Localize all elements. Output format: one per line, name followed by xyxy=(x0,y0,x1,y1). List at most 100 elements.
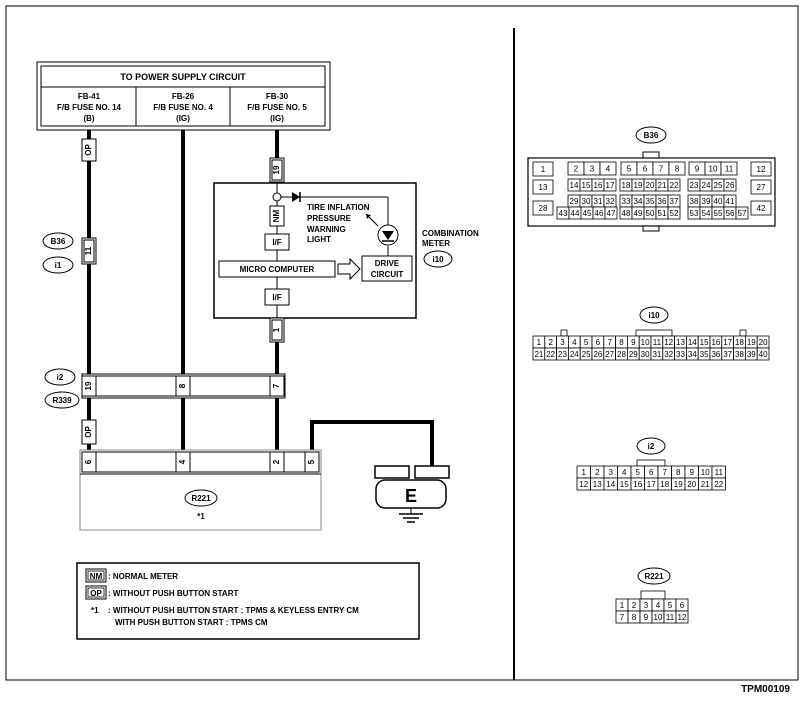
i2-r339-connector: i2 R339 19 8 7 xyxy=(44,368,286,409)
micro-computer-label: MICRO COMPUTER xyxy=(240,265,315,274)
b36-pin-15: 15 xyxy=(582,181,591,190)
drive-label-2: CIRCUIT xyxy=(371,270,404,279)
i10-tag xyxy=(423,250,453,268)
fuse1-type: (B) xyxy=(83,114,94,123)
i10-pin-21: 21 xyxy=(534,350,543,359)
r221-pin-6: 6 xyxy=(84,459,93,464)
b36-pin-12: 12 xyxy=(757,165,766,174)
b36-pin-27-cell xyxy=(750,179,772,195)
i2-pin-9: 9 xyxy=(690,468,695,477)
b36-pin-32: 32 xyxy=(606,197,615,206)
b36-pin-28-cell xyxy=(532,200,554,216)
i2-pin-22-cell xyxy=(711,477,726,491)
b36-pin-6: 6 xyxy=(643,165,648,174)
r221-module: 6 4 2 5 R221 *1 xyxy=(79,449,322,531)
b36-pin-56: 56 xyxy=(726,209,735,218)
b36-pin-29: 29 xyxy=(570,197,579,206)
b36-pin-36: 36 xyxy=(658,197,667,206)
i10-pin-4: 4 xyxy=(572,338,577,347)
b36-pin-52: 52 xyxy=(670,209,679,218)
i2-pin-1: 1 xyxy=(582,468,587,477)
b36-pin-48: 48 xyxy=(622,209,631,218)
r221-pin-2: 2 xyxy=(272,459,281,464)
ground-e: E xyxy=(374,465,450,523)
r221-pin-8: 8 xyxy=(632,613,637,622)
i10-pin-30: 30 xyxy=(641,350,650,359)
diagram-frame xyxy=(5,5,799,681)
i10-pin-34: 34 xyxy=(688,350,697,359)
i10-pin-38: 38 xyxy=(735,350,744,359)
ground-label: E xyxy=(405,486,417,506)
b36-pin-51: 51 xyxy=(658,209,667,218)
b36-pin-22-cell xyxy=(667,178,681,192)
b36-pin-8-cell xyxy=(668,161,686,176)
i10-tag-label: i10 xyxy=(432,255,444,264)
meter-pin-in: 19 xyxy=(272,165,281,174)
i2-pin-2: 2 xyxy=(595,468,600,477)
b36-pin-44: 44 xyxy=(571,209,580,218)
b36-pin-42: 42 xyxy=(757,204,766,213)
if-label-bottom: I/F xyxy=(272,293,281,302)
i10-pin-10: 10 xyxy=(641,338,650,347)
b36-pin-18: 18 xyxy=(622,181,631,190)
b36-pin: 11 xyxy=(84,246,93,255)
i10-pin-19: 19 xyxy=(747,338,756,347)
i10-pin-35: 35 xyxy=(700,350,709,359)
b36-pin-27: 27 xyxy=(757,183,766,192)
b36-pin-47: 47 xyxy=(607,209,616,218)
r221-pin-7: 7 xyxy=(620,613,625,622)
b36-pin-26: 26 xyxy=(726,181,735,190)
fuse2-type: (IG) xyxy=(176,114,190,123)
if-label-top: I/F xyxy=(272,238,281,247)
b36-pin-12-cell xyxy=(750,161,772,177)
i10-pin-26: 26 xyxy=(593,350,602,359)
i2-pin-21: 21 xyxy=(701,480,710,489)
i2-key-tab xyxy=(636,459,666,467)
b36-pin-2: 2 xyxy=(574,165,579,174)
i10-pin-33: 33 xyxy=(676,350,685,359)
b36-pin-42-cell xyxy=(750,200,772,216)
legend: NM : NORMAL METER OP : WITHOUT PUSH BUTT… xyxy=(76,562,420,640)
light-label-4: LIGHT xyxy=(307,235,331,244)
b36-pin-11: 11 xyxy=(725,165,734,174)
b36-pin-10: 10 xyxy=(709,165,718,174)
diagram-code: TPM00109 xyxy=(741,684,790,695)
legend-line1: : WITHOUT PUSH BUTTON START : TPMS & KEY… xyxy=(108,606,359,615)
legend-op-text: : WITHOUT PUSH BUTTON START xyxy=(108,589,238,598)
legend-nm-text: : NORMAL METER xyxy=(108,572,178,581)
b36-pin-43: 43 xyxy=(559,209,568,218)
i10-pin-36: 36 xyxy=(711,350,720,359)
i2-pin-7: 7 xyxy=(663,468,668,477)
i10-pin-23: 23 xyxy=(558,350,567,359)
i10-pin-14: 14 xyxy=(688,338,697,347)
i2-pin-8: 8 xyxy=(676,468,681,477)
i2-pin-4: 4 xyxy=(622,468,627,477)
i2-pin-7: 7 xyxy=(272,383,281,388)
i2-pin-8: 8 xyxy=(178,383,187,388)
i2-pin-22: 22 xyxy=(714,480,723,489)
b36-pin-55: 55 xyxy=(714,209,723,218)
fuse1-name: F/B FUSE NO. 14 xyxy=(57,103,122,112)
i2-pin-14: 14 xyxy=(606,480,615,489)
i10-pin-7: 7 xyxy=(607,338,612,347)
r221-pin-5: 5 xyxy=(307,459,316,464)
b36-i1-connector: B36 i1 11 xyxy=(42,232,97,274)
b36-pin-1-cell xyxy=(532,161,554,177)
i10-pin-40-cell xyxy=(756,347,770,361)
fuse2-id: FB-26 xyxy=(172,92,195,101)
r221-pin-10: 10 xyxy=(654,613,663,622)
b36-pin-26-cell xyxy=(723,178,737,192)
b36-pin-20: 20 xyxy=(646,181,655,190)
i10-key-tab xyxy=(635,329,673,337)
r221-key-tab xyxy=(640,590,666,600)
fuse2-name: F/B FUSE NO. 4 xyxy=(153,103,213,112)
r221-tag: R221 xyxy=(191,494,211,503)
i10-pin-11: 11 xyxy=(653,338,662,347)
b36-view-tag: B36 xyxy=(644,131,659,140)
meter-title-1: COMBINATION xyxy=(422,229,479,238)
r221-pin-4: 4 xyxy=(656,601,661,610)
